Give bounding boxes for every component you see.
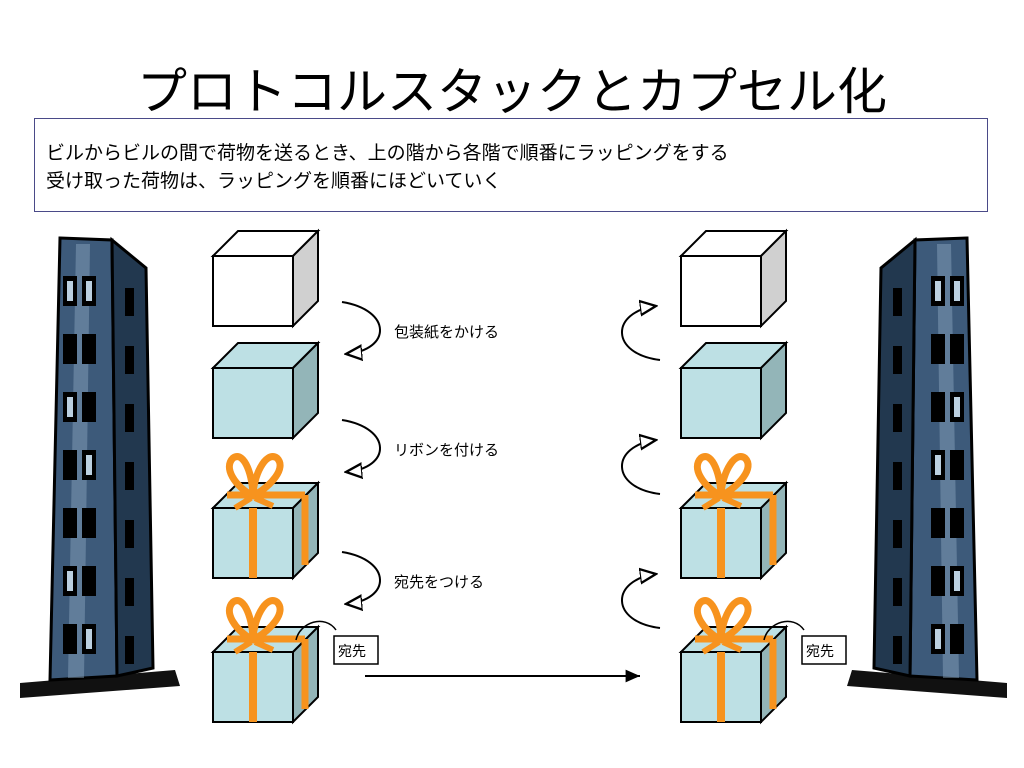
- ribbon-step-arrow: [341, 419, 381, 472]
- caption-box: ビルからビルの間で荷物を送るとき、上の階から各階で順番にラッピングをする 受け取…: [34, 118, 988, 212]
- wrap-step-arrow: [341, 301, 381, 354]
- address-tag-left-label: 宛先: [338, 644, 366, 660]
- unwrap-arrow-2: [621, 440, 661, 495]
- step-label-wrap: 包装紙をかける: [394, 323, 499, 341]
- sender-package-ribbon: [213, 457, 318, 578]
- sender-package-plain: [212, 230, 319, 327]
- address-tag-left: [333, 635, 379, 665]
- unwrap-arrow-1: [621, 306, 661, 361]
- slide-title: プロトコルスタックとカプセル化: [137, 63, 887, 121]
- step-label-ribbon: リボンを付ける: [394, 441, 499, 459]
- receiver-package-ribbon: [681, 457, 786, 578]
- receiver-package-wrapped: [680, 342, 787, 439]
- receiver-package-addressed: [681, 601, 786, 722]
- unwrap-arrow-3: [621, 574, 661, 629]
- receiver-package-plain: [680, 230, 787, 327]
- caption-line-1: ビルからビルの間で荷物を送るとき、上の階から各階で順番にラッピングをする: [46, 142, 729, 164]
- sender-package-wrapped: [212, 342, 319, 439]
- address-tag-right-label: 宛先: [806, 644, 834, 660]
- receiver-building: [845, 236, 1009, 700]
- sender-building: [18, 236, 182, 700]
- step-label-address: 宛先をつける: [394, 573, 484, 591]
- sender-package-addressed: [213, 601, 318, 722]
- address-step-arrow: [341, 551, 381, 604]
- address-tag-right: [801, 635, 847, 665]
- caption-line-2: 受け取った荷物は、ラッピングを順番にほどいていく: [46, 170, 502, 192]
